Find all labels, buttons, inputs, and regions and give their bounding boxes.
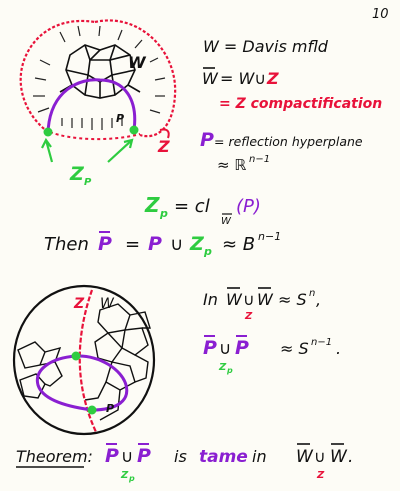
def-line-1: W = Davis mfld — [203, 37, 329, 56]
zp-label-sub: P — [84, 177, 92, 188]
theorem-cup2-sub: Z — [316, 470, 325, 481]
pcup-cup-sub2: p — [226, 366, 233, 375]
page-number: 10 — [372, 7, 389, 22]
theorem-w2: W — [330, 447, 348, 467]
def-line-4-rest: = reflection hyperplane — [214, 134, 363, 149]
sphere-tail: , — [316, 290, 321, 309]
def-line-2-z: Z — [266, 69, 279, 88]
def-line-2-rhs: = W∪ — [220, 69, 266, 88]
zp-def-cl-sub: W — [221, 216, 232, 227]
bottom-label-w: W — [100, 296, 115, 312]
zp-arrow-left — [41, 137, 54, 163]
zp-definition: Z p = cl W (P) — [144, 193, 261, 227]
zp-def-eq: = cl — [174, 196, 210, 217]
z-arrow — [159, 128, 170, 139]
then-approx: ≈ B — [222, 234, 255, 255]
theorem-cup-sub2: p — [128, 474, 135, 483]
pcup-p2: P — [235, 337, 249, 359]
pcup-statement: P ∪ Z p P ≈ S n−1 . — [203, 335, 341, 375]
top-label-z: Z — [157, 137, 170, 156]
theorem-is: is — [174, 447, 187, 466]
theorem: Theorem: P ∪ Z p P is tame in W ∪ Z W . — [16, 443, 353, 483]
top-label-p: P — [116, 112, 124, 125]
zp-def-lhs-sub: p — [159, 207, 168, 220]
theorem-tail: . — [348, 447, 353, 467]
bottom-zp-point-bottom — [87, 405, 97, 415]
pcup-cup: ∪ — [219, 339, 231, 359]
then-cup: ∪ — [170, 234, 183, 255]
then-eq: = — [125, 234, 140, 255]
def-line-2-lhs: W — [202, 69, 219, 88]
zp-arrow-right — [107, 138, 134, 163]
zp-point-left — [43, 127, 53, 137]
theorem-label: Theorem: — [16, 447, 93, 466]
sphere-approx: ≈ S — [278, 290, 307, 309]
zp-point-right — [129, 125, 139, 135]
theorem-in: in — [252, 447, 267, 466]
theorem-tame: tame — [199, 447, 248, 467]
pcup-sup: n−1 — [311, 337, 332, 348]
then-zp: Z — [189, 233, 205, 255]
sphere-cup: ∪ — [243, 290, 255, 309]
theorem-w1: W — [296, 447, 314, 467]
bottom-label-p: P — [106, 402, 114, 415]
radial-hatching — [33, 25, 166, 130]
top-label-w: W — [128, 53, 147, 72]
bottom-label-z: Z — [73, 296, 85, 312]
z-boundary-top — [19, 19, 177, 138]
def-line-4-p: P — [200, 129, 214, 151]
sphere-w1: W — [226, 290, 243, 309]
pcup-tail: . — [336, 339, 341, 358]
then-zp-sub: p — [203, 245, 212, 258]
def-line-5-sup: n−1 — [249, 154, 270, 165]
then-sup: n−1 — [258, 230, 281, 243]
zp-def-lhs: Z — [144, 193, 160, 217]
then-p: P — [148, 233, 162, 255]
bottom-zp-point-top — [71, 351, 81, 361]
then-pbar: P — [98, 233, 112, 255]
theorem-p2: P — [137, 445, 151, 467]
sphere-statement: In W ∪ Z W ≈ S n , — [203, 287, 321, 322]
zp-def-arg: (P) — [236, 196, 261, 217]
bottom-sphere — [12, 284, 156, 436]
bottom-figure: Z W P — [12, 284, 156, 436]
hyperplane-p-top — [46, 78, 137, 133]
pcup-cup-sub: Z — [218, 362, 227, 373]
sphere-sup: n — [309, 288, 315, 299]
bottom-tess-right — [84, 303, 151, 421]
then-word: Then — [44, 234, 89, 255]
z-boundary-lower — [49, 131, 141, 141]
sphere-w2: W — [257, 290, 274, 309]
sphere-in: In — [203, 290, 218, 309]
sphere-cup-sub: Z — [244, 311, 253, 322]
then-line: Then P = P ∪ Z p ≈ B n−1 — [44, 230, 281, 258]
top-figure: W P Z P Z — [19, 19, 177, 188]
theorem-p1: P — [105, 445, 119, 467]
zp-label: Z — [69, 163, 85, 185]
definitions: W = Davis mfld W = W∪ Z = Z compactifica… — [200, 37, 382, 174]
pcup-approx: ≈ S — [280, 339, 309, 358]
theorem-cup2: ∪ — [314, 447, 326, 466]
pcup-p1: P — [203, 337, 217, 359]
def-line-5: ≈ ℝ — [217, 156, 246, 174]
theorem-cup: ∪ — [121, 447, 133, 467]
theorem-cup-sub: Z — [120, 470, 129, 481]
def-line-3: = Z compactification — [219, 96, 382, 112]
